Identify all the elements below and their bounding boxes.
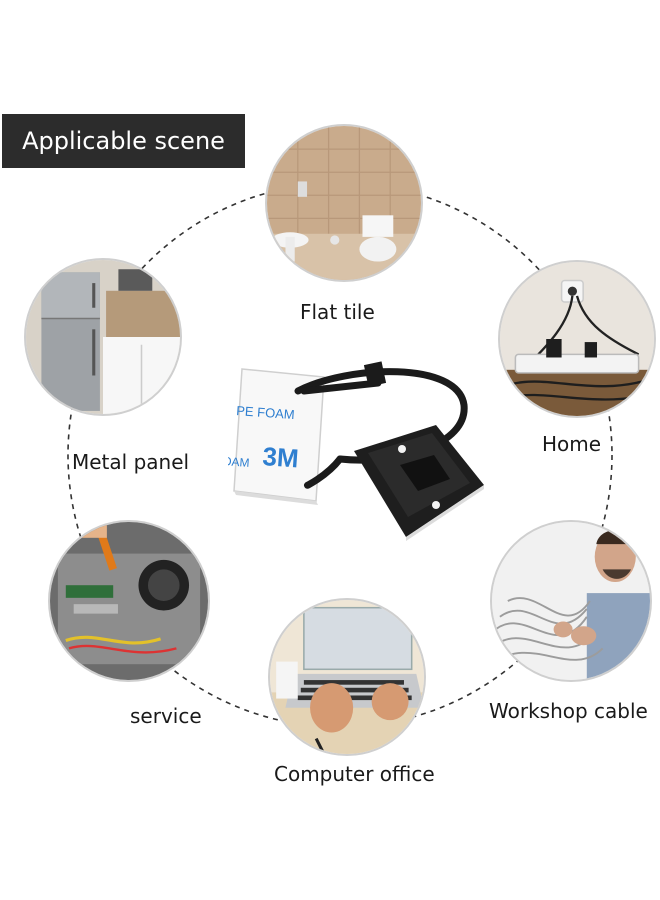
computer-office-photo <box>268 598 426 756</box>
cable-tie-mount-product: PE FOAM 3M OAM <box>228 361 484 541</box>
metal-panel-photo <box>24 258 182 416</box>
3m-logo: 3M <box>262 441 300 473</box>
foam-pad: PE FOAM 3M OAM <box>228 368 325 505</box>
pe-foam-print: PE FOAM <box>236 403 295 422</box>
flat-tile-label: Flat tile <box>300 300 375 324</box>
workshop-cable-label: Workshop cable <box>489 699 648 723</box>
applicable-scene-banner: Applicable scene <box>2 114 245 168</box>
home-photo <box>498 260 656 418</box>
service-label: service <box>130 704 202 728</box>
foam-print-partial: OAM <box>228 454 250 470</box>
mount-base <box>354 425 484 541</box>
metal-panel-label: Metal panel <box>72 450 190 474</box>
cable-tie-head <box>363 361 387 387</box>
service-photo <box>48 520 210 682</box>
computer-office-label: Computer office <box>274 762 435 786</box>
flat-tile-photo <box>265 124 423 282</box>
home-label: Home <box>542 432 602 456</box>
workshop-cable-photo <box>490 520 652 682</box>
